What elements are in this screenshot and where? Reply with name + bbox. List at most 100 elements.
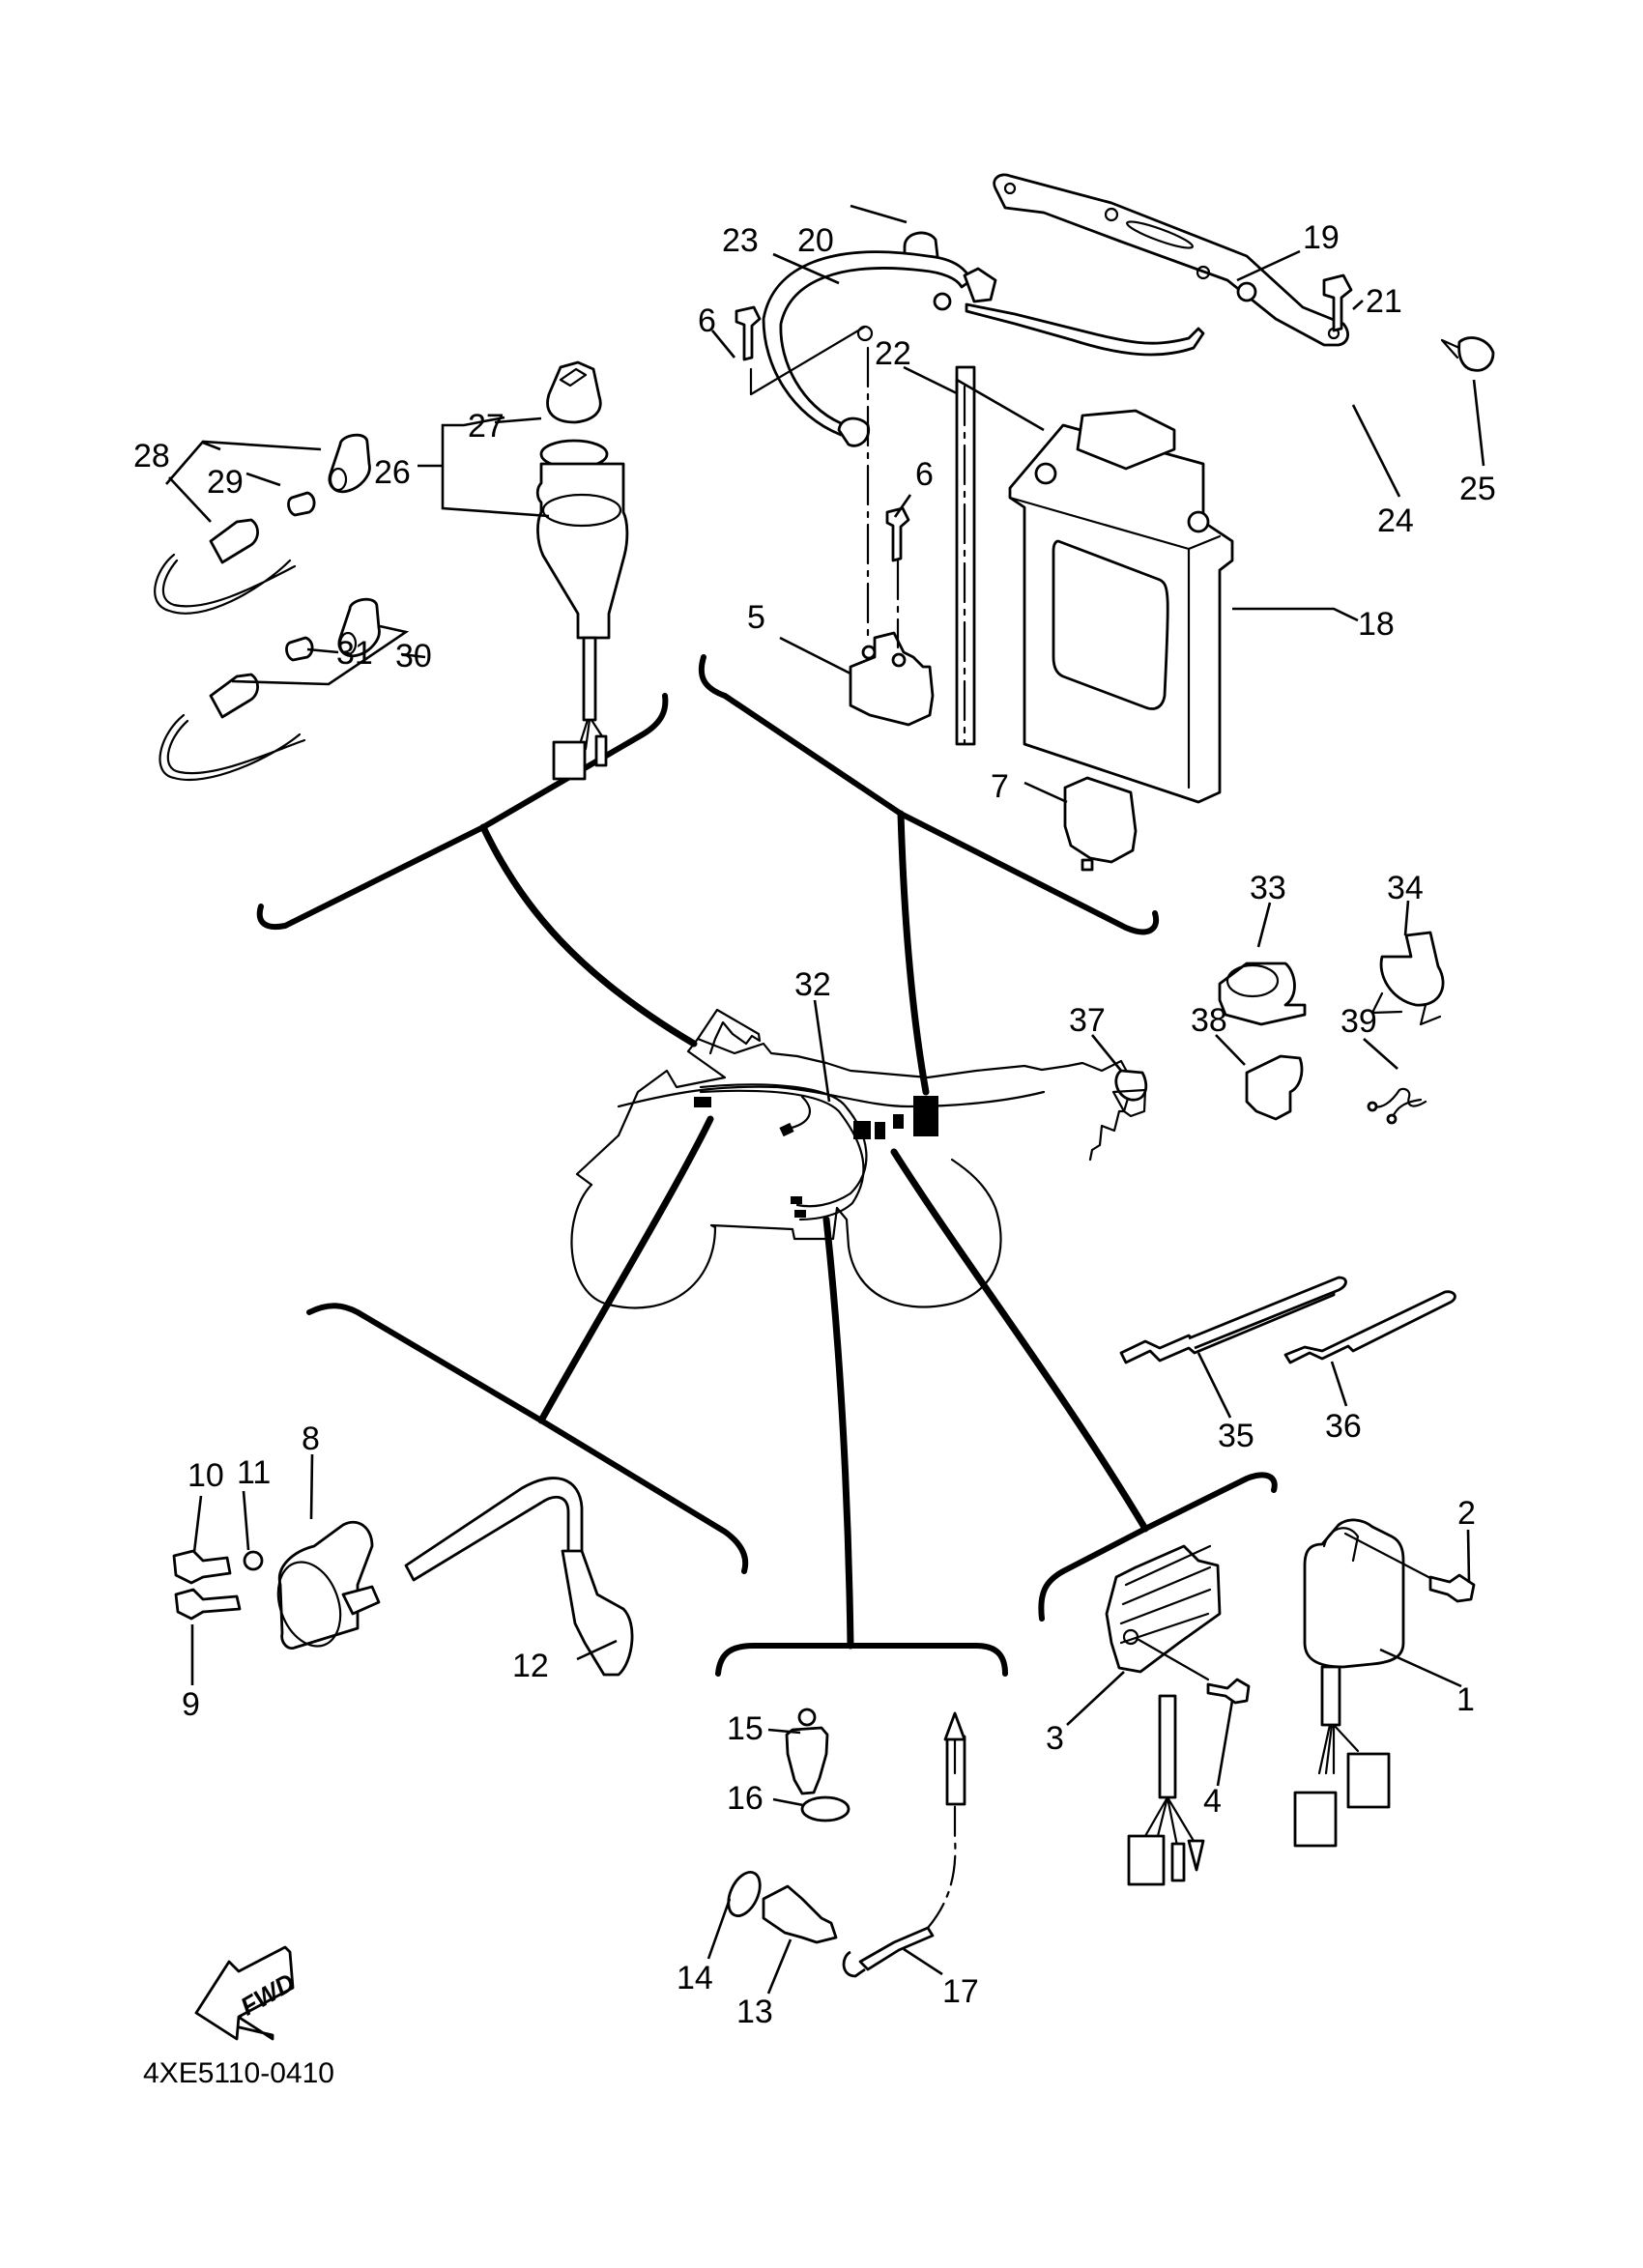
leader-21 [1352, 300, 1364, 310]
strap-slot [1126, 220, 1194, 249]
leaders-top-left [165, 416, 550, 686]
gasket-16 [800, 1795, 850, 1823]
main-switch-assembly [535, 360, 629, 781]
sensor-body-28 [209, 518, 259, 564]
leader-38 [1215, 1034, 1246, 1066]
regulator-cdi-assembly [1105, 1518, 1476, 1886]
battery-strap-19 [993, 173, 1349, 347]
clamp-39-end-1 [1367, 1101, 1378, 1112]
atv-seat-line [617, 1085, 1046, 1108]
callout-12: 12 [512, 1648, 549, 1684]
main-switch-body [535, 462, 629, 640]
leader-12 [576, 1639, 618, 1661]
relay-washer [856, 325, 874, 342]
connector-sensor-group [822, 1216, 854, 1650]
bolt-4 [1206, 1678, 1251, 1705]
cdi-connector-1 [1293, 1791, 1338, 1848]
leader-29 [202, 441, 281, 487]
lead-24-eye-2 [1236, 281, 1257, 302]
harness-connector-low-1 [791, 1196, 802, 1204]
leader-27 [441, 416, 550, 518]
bolt-21 [1322, 273, 1353, 332]
leader-30 [231, 624, 410, 686]
clamp-33-loop [1225, 963, 1280, 998]
atv-chassis-bottom [709, 1206, 850, 1249]
electrical-box-1 [853, 1121, 871, 1139]
callout-33: 33 [1250, 870, 1286, 906]
leader-7 [1023, 781, 1068, 804]
strap-hole-3 [1196, 265, 1211, 280]
leader-23 [772, 252, 840, 285]
electrical-box-2 [875, 1122, 885, 1139]
atv-body-outline [617, 1037, 1135, 1162]
bracket-ignition-group [306, 1303, 749, 1574]
lead-wire-17 [858, 1926, 935, 1971]
callout-36: 36 [1325, 1408, 1362, 1445]
callout-37: 37 [1069, 1002, 1106, 1039]
key-slot [559, 367, 588, 388]
clamp-39 [1370, 1087, 1427, 1121]
connector-battery-group [897, 810, 930, 1096]
leader-10 [192, 1495, 203, 1553]
atv-rear-wheel [847, 1158, 1002, 1308]
fwd-arrow-body [194, 1945, 295, 2041]
callout-9: 9 [182, 1686, 200, 1723]
group-brackets [256, 654, 1278, 1677]
bolt-4-guide [1134, 1636, 1210, 1681]
sensor-cap-29 [287, 491, 316, 517]
clamp-34 [1379, 931, 1445, 1007]
leaders-clamps [813, 900, 1410, 1419]
callout-34: 34 [1387, 870, 1424, 906]
callout-5: 5 [747, 599, 765, 636]
bracket-switch-group [256, 693, 669, 930]
battery-terminal-negative [1187, 510, 1210, 533]
leader-2 [1466, 1529, 1471, 1584]
leader-28 [165, 440, 322, 523]
leader-6a [710, 330, 736, 359]
callout-1: 1 [1456, 1681, 1475, 1718]
callout-22: 22 [875, 335, 911, 372]
harness-connector-mid [779, 1122, 794, 1137]
callout-15: 15 [727, 1710, 764, 1747]
callout-10: 10 [187, 1457, 224, 1494]
thermo-switch-head [797, 1708, 817, 1727]
callout-21: 21 [1366, 283, 1402, 320]
relay-7 [1063, 776, 1138, 864]
regulator-spade [1187, 1839, 1205, 1872]
callout-4: 4 [1203, 1783, 1222, 1820]
callout-25: 25 [1459, 471, 1496, 507]
battery-lid [1076, 409, 1176, 471]
cdi-wires [1317, 1723, 1360, 1775]
ignition-coil-assembly [172, 1477, 634, 1677]
leader-13 [766, 1938, 793, 1995]
leader-3 [1066, 1671, 1125, 1726]
leader-24 [1351, 404, 1401, 498]
clamps-group [1111, 931, 1456, 1364]
lead-17-route [926, 1800, 957, 1930]
callout-6a: 6 [698, 302, 716, 339]
atv-handlebar [696, 1008, 762, 1055]
callout-13: 13 [736, 1994, 773, 2030]
sensor-cap-31 [285, 636, 314, 662]
leader-1 [1379, 1648, 1462, 1688]
callout-35: 35 [1218, 1418, 1254, 1454]
leader-37 [1090, 1034, 1123, 1072]
leader-19 [1236, 249, 1301, 282]
leader-20 [850, 204, 908, 224]
clamp-39-end-2 [1386, 1113, 1398, 1125]
callout-8: 8 [302, 1421, 320, 1457]
switch-pin-connector [594, 734, 608, 767]
cable-tie-36 [1283, 1290, 1456, 1364]
plug-cap-12 [561, 1549, 634, 1677]
diagram-code: 4XE5110-0410 [143, 2057, 334, 2089]
guide-arrow-icon [943, 1711, 966, 1741]
callout-23: 23 [722, 222, 759, 259]
leader-4 [1216, 1700, 1234, 1787]
bolt-10 [172, 1549, 232, 1585]
regulator-bullet [1170, 1842, 1186, 1882]
cdi-mount-tab [1322, 1527, 1360, 1563]
lead-17-terminal [842, 1950, 866, 1978]
lead-24-eye-1 [933, 292, 952, 311]
bolt-6a [735, 305, 762, 361]
